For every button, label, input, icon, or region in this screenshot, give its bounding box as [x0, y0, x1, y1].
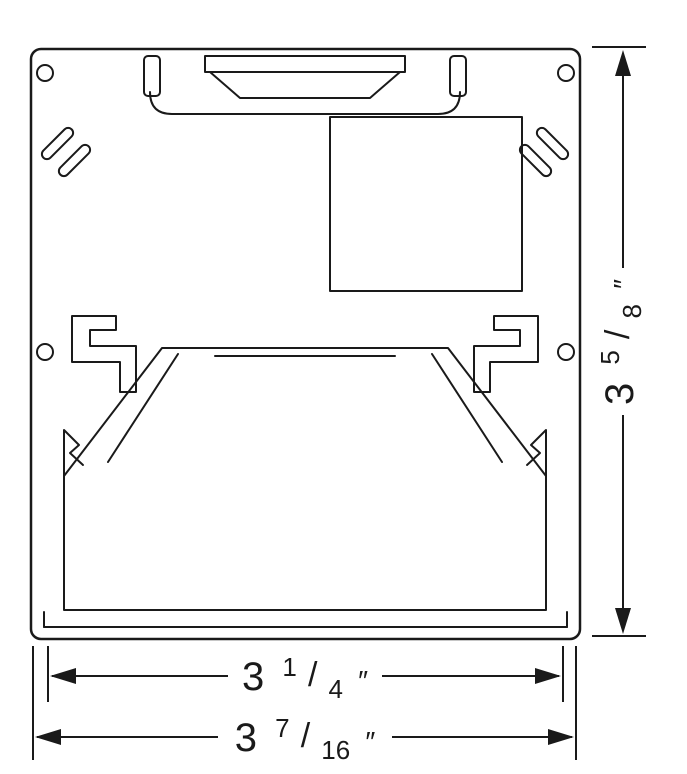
corner-slot-top-left	[40, 126, 92, 178]
driver-box	[329, 116, 523, 292]
arrowhead-right	[548, 729, 574, 745]
clip-shape	[473, 315, 539, 393]
reflector-line-left	[107, 353, 179, 463]
hook-shape	[526, 429, 547, 487]
overall-width-dimension-label: 3 7 / 16 ″	[235, 702, 376, 768]
mounting-channel	[143, 55, 467, 115]
slot-bar	[40, 126, 75, 161]
retaining-clip-left	[71, 315, 137, 393]
arrowhead-right	[535, 668, 561, 684]
dimension-overall-width: 3 7 / 16 ″	[32, 646, 577, 768]
dimension-inner-width: 3 1 / 4 ″	[47, 641, 564, 707]
slot-bar	[535, 126, 570, 161]
clamp-wedge	[209, 71, 401, 99]
corner-slot-top-right	[518, 126, 570, 178]
profile	[29, 47, 582, 641]
arrowhead-left	[35, 729, 61, 745]
channel-floor	[149, 91, 461, 115]
wall-hook-right	[526, 429, 547, 487]
reflector-line-right	[431, 353, 503, 463]
profile-outer-outline	[29, 47, 582, 641]
channel-slot-left	[143, 55, 161, 97]
wall-hook-left	[63, 429, 84, 487]
height-dimension-label: 3 5 / 8 ″	[584, 279, 650, 405]
screw-boss-top-left	[36, 64, 54, 82]
slot-bar	[518, 143, 553, 178]
screw-boss-mid-right	[557, 343, 575, 361]
inner-width-dimension-label: 3 1 / 4 ″	[242, 641, 368, 707]
arrowhead-down	[615, 608, 631, 634]
arrowhead-up	[615, 50, 631, 76]
arrowhead-left	[50, 668, 76, 684]
clamp-plate	[204, 55, 406, 73]
retaining-clip-right	[473, 315, 539, 393]
screw-boss-mid-left	[36, 343, 54, 361]
channel-slot-right	[449, 55, 467, 97]
slot-bar	[57, 143, 92, 178]
screw-boss-top-right	[557, 64, 575, 82]
dimension-height: 3 5 / 8 ″	[584, 46, 650, 637]
